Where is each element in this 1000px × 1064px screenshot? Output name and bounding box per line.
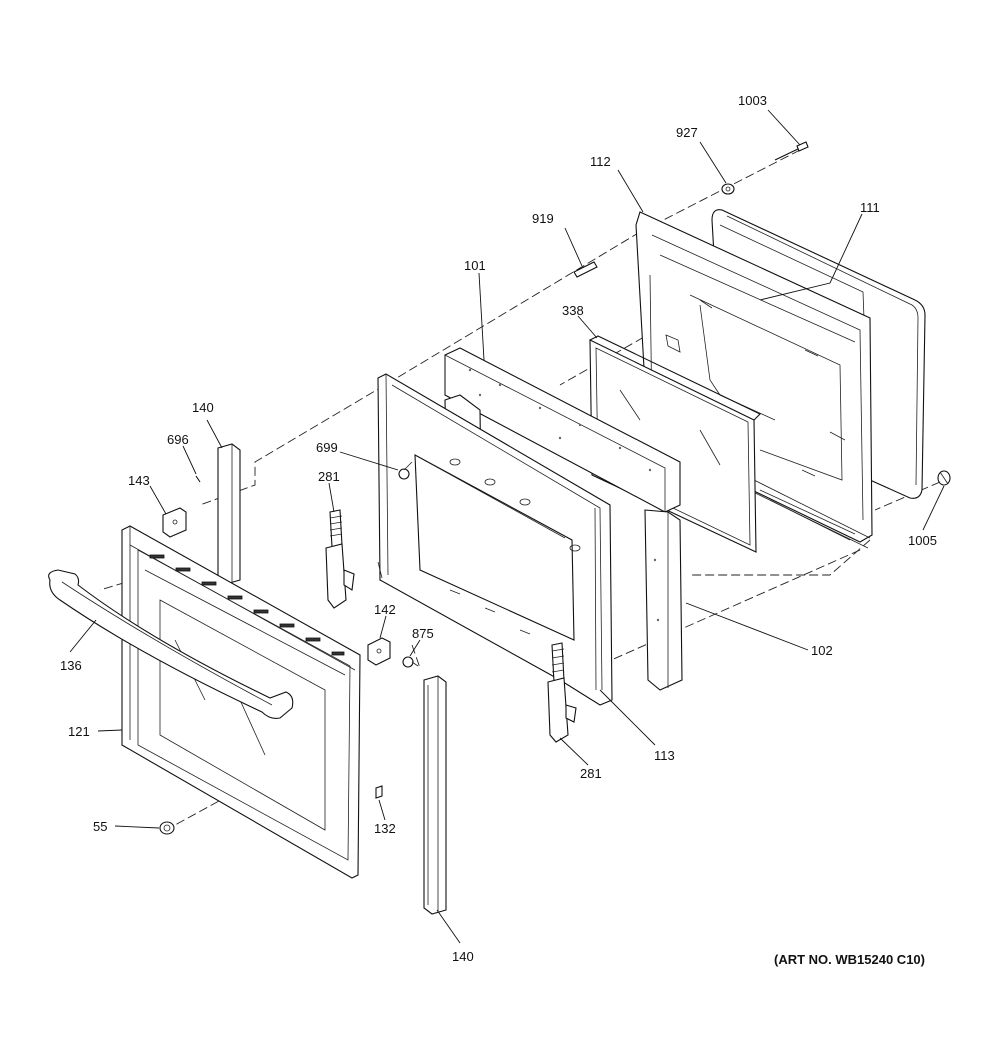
- side-trim-140-bottom: [423, 675, 447, 915]
- callout-111: 111: [860, 200, 880, 215]
- bracket-143: [162, 507, 187, 538]
- callout-101: 101: [464, 258, 486, 273]
- callout-699: 699: [316, 440, 338, 455]
- callout-132: 132: [374, 821, 396, 836]
- art-number: (ART NO. WB15240 C10): [774, 952, 925, 967]
- callout-leaders: [69, 109, 945, 944]
- door-liner-113: [377, 373, 613, 706]
- outer-frame-111: [711, 209, 926, 499]
- nut-55: [159, 821, 175, 835]
- callout-113: 113: [654, 748, 675, 763]
- callout-1003: 1003: [738, 93, 767, 108]
- callout-919: 919: [532, 211, 554, 226]
- hinge-281-right: [547, 642, 577, 743]
- callout-102: 102: [811, 643, 833, 658]
- callout-927: 927: [676, 125, 698, 140]
- door-vent-slots: [149, 554, 345, 656]
- callout-112: 112: [590, 154, 611, 169]
- door-handle-136: [48, 569, 294, 719]
- insulation-101: [444, 347, 681, 513]
- screw-1003: [774, 141, 809, 161]
- callout-142: 142: [374, 602, 396, 617]
- spacer-919: [573, 261, 598, 278]
- callout-875: 875: [412, 626, 434, 641]
- callout-140-bottom: 140: [452, 949, 474, 964]
- fastener-1005: [937, 470, 951, 486]
- screw-699: [398, 461, 413, 480]
- screw-875: [402, 656, 419, 668]
- callout-143: 143: [128, 473, 150, 488]
- callout-121: 121: [68, 724, 90, 739]
- washer-927: [721, 183, 735, 195]
- callout-labels: 1003 927 112 111 919 101 338 140 696 699…: [60, 93, 937, 964]
- callout-1005: 1005: [908, 533, 937, 548]
- callout-338: 338: [562, 303, 584, 318]
- bracket-142: [367, 637, 391, 666]
- hinge-281-left: [325, 509, 355, 609]
- callout-281-right: 281: [580, 766, 602, 781]
- callout-281-left: 281: [318, 469, 340, 484]
- screw-696: [195, 475, 201, 483]
- side-trim-140-top: [217, 443, 241, 585]
- callout-696: 696: [167, 432, 189, 447]
- callout-140-top: 140: [192, 400, 214, 415]
- callout-55: 55: [93, 819, 107, 834]
- callout-136: 136: [60, 658, 82, 673]
- clip-132: [375, 785, 383, 799]
